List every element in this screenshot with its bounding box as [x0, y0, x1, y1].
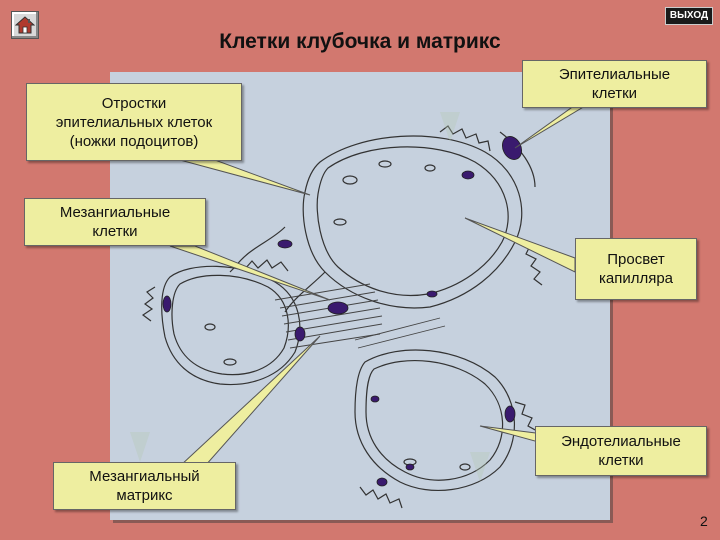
label-mesangial-matrix: Мезангиальный матрикс: [53, 462, 236, 510]
page-title: Клетки клубочка и матрикс: [219, 30, 501, 53]
label-mesangial-cells: Мезангиальные клетки: [24, 198, 206, 246]
label-podocyte-processes: Отростки эпителиальных клеток (ножки под…: [26, 83, 242, 161]
nucleus: [327, 301, 349, 315]
home-button[interactable]: [11, 11, 39, 39]
nucleus: [294, 326, 306, 342]
nucleus: [277, 239, 293, 249]
nucleus: [405, 463, 415, 471]
slide-number: 2: [700, 513, 708, 529]
nucleus: [370, 395, 380, 403]
label-endothelial-cells: Эндотелиальные клетки: [535, 426, 707, 476]
exit-button[interactable]: ВЫХОД: [665, 7, 713, 25]
nucleus: [376, 477, 388, 487]
label-epithelial-cells: Эпителиальные клетки: [522, 60, 707, 108]
nucleus: [162, 295, 172, 313]
nucleus: [426, 290, 438, 298]
house-icon: [15, 16, 35, 34]
nucleus: [501, 136, 523, 160]
nucleus: [504, 405, 516, 423]
nucleus: [461, 170, 475, 180]
label-capillary-lumen: Просвет капилляра: [575, 238, 697, 300]
